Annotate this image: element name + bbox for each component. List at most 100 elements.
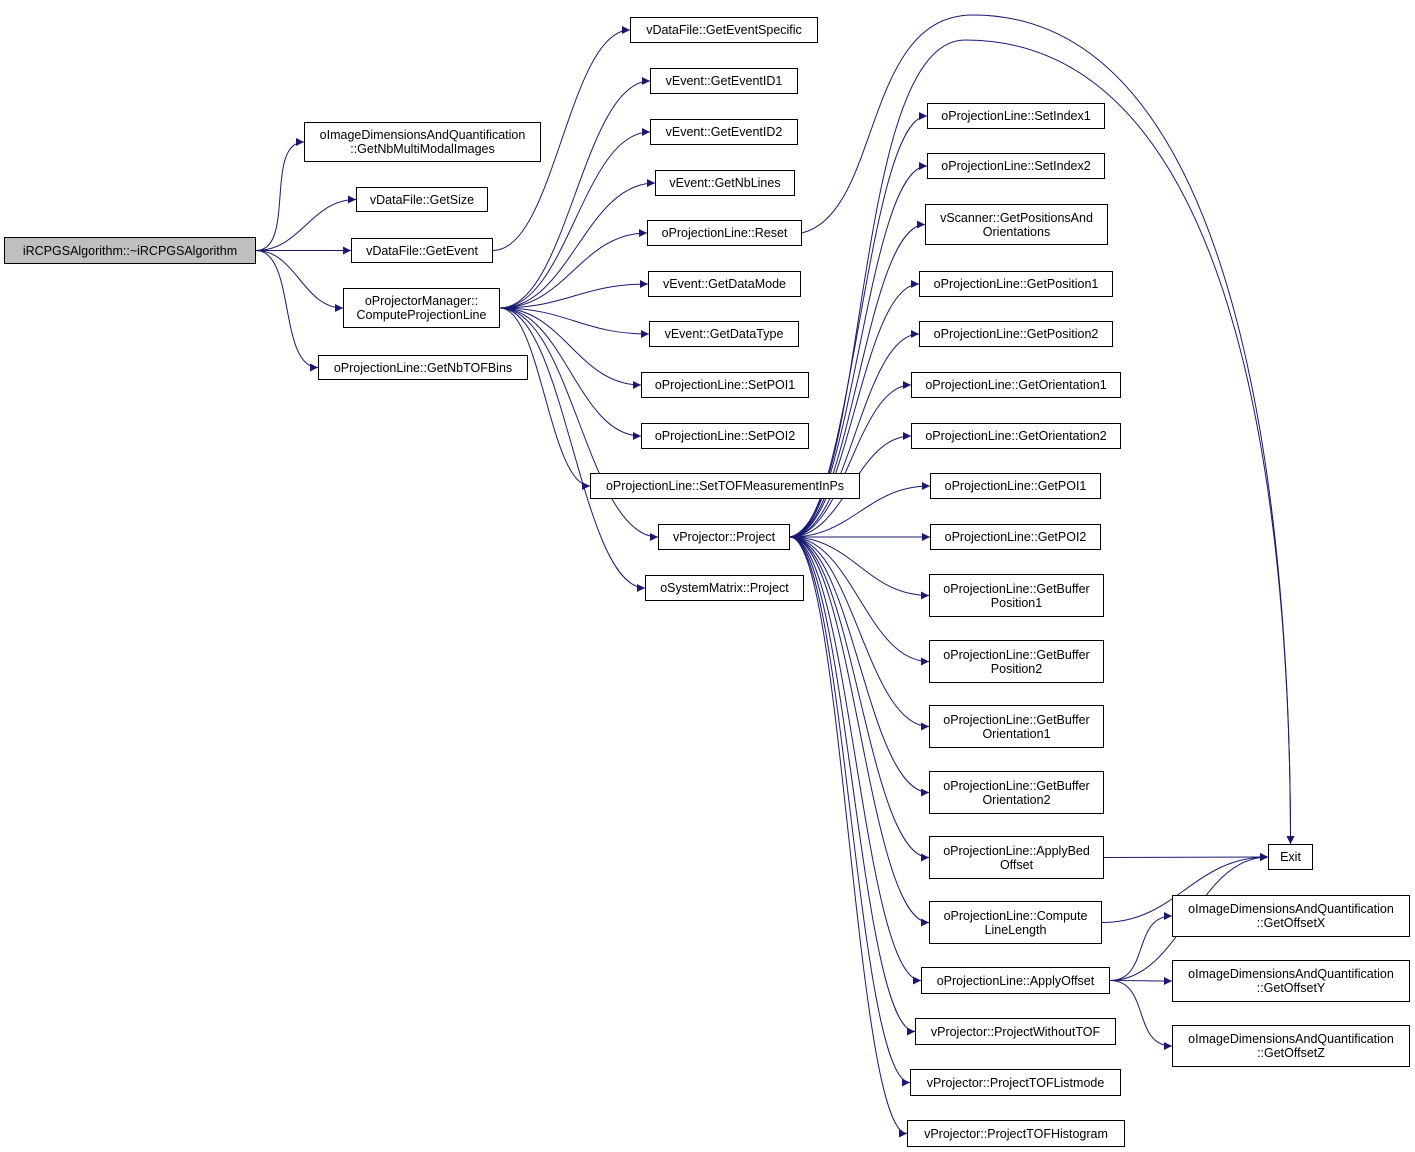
node-label: vProjector::ProjectTOFHistogram [924, 1126, 1108, 1141]
node-get-buffer-position2[interactable]: oProjectionLine::GetBuffer Position2 [929, 640, 1104, 683]
edge-applyoffset-to-offy [1109, 976, 1173, 985]
node-label: oProjectionLine::GetNbTOFBins [333, 360, 513, 375]
edge-root-to-getsize [255, 195, 357, 251]
node-get-event-id2[interactable]: vEvent::GetEventID2 [650, 119, 798, 145]
node-label: oProjectionLine::SetIndex2 [941, 159, 1091, 173]
edge-getevent-to-evspec [492, 26, 631, 251]
node-get-poi1[interactable]: oProjectionLine::GetPOI1 [930, 473, 1101, 499]
edge-vproject-to-projtofhist [789, 536, 908, 1138]
node-label: oProjectionLine::GetPOI2 [944, 530, 1087, 544]
node-label: oProjectionLine::GetPosition1 [933, 277, 1099, 291]
node-label: oProjectionLine::GetPosition2 [933, 327, 1099, 341]
node-label: vProjector::ProjectTOFListmode [926, 1075, 1105, 1090]
node-project-without-tof[interactable]: vProjector::ProjectWithoutTOF [915, 1018, 1116, 1045]
node-vprojector-project[interactable]: vProjector::Project [658, 524, 790, 550]
node-label: vEvent::GetDataType [664, 327, 784, 341]
node-label: vProjector::Project [672, 530, 776, 544]
node-label: vProjector::ProjectWithoutTOF [930, 1024, 1101, 1039]
node-label: oProjectionLine::SetPOI2 [654, 429, 796, 443]
node-exit[interactable]: Exit [1268, 844, 1313, 870]
node-label: vDataFile::GetEvent [366, 243, 478, 258]
node-label: oImageDimensionsAndQuantification [1188, 902, 1394, 916]
node-get-buffer-orientation2[interactable]: oProjectionLine::GetBuffer Orientation2 [929, 771, 1104, 814]
node-get-event-specific[interactable]: vDataFile::GetEventSpecific [630, 17, 818, 43]
node-label: oImageDimensionsAndQuantification [319, 128, 526, 142]
edge-cpl-to-vproject [499, 307, 659, 541]
edge-vproject-to-exit [789, 39, 1295, 845]
node-get-nb-lines[interactable]: vEvent::GetNbLines [655, 170, 795, 196]
node-label: Orientation2 [982, 792, 1051, 807]
node-compute-line-length[interactable]: oProjectionLine::Compute LineLength [929, 901, 1102, 944]
node-get-orientation2[interactable]: oProjectionLine::GetOrientation2 [911, 423, 1121, 449]
node-label: iRCPGSAlgorithm::~iRCPGSAlgorithm [22, 243, 238, 258]
node-label: oProjectionLine::Compute [943, 908, 1088, 923]
node-system-matrix-project[interactable]: oSystemMatrix::Project [645, 575, 804, 601]
node-apply-offset[interactable]: oProjectionLine::ApplyOffset [921, 967, 1110, 994]
node-label: vEvent::GetNbLines [669, 176, 781, 190]
node-label: oImageDimensionsAndQuantification [1188, 967, 1394, 981]
node-get-offset-z[interactable]: oImageDimensionsAndQuantification ::GetO… [1172, 1025, 1410, 1067]
node-label: ::GetOffsetY [1256, 981, 1326, 995]
node-label: LineLength [984, 922, 1047, 937]
node-label: Orientation1 [982, 726, 1051, 741]
node-label: vEvent::GetEventID2 [665, 125, 783, 139]
edge-cpl-to-setpoi1 [499, 307, 642, 389]
node-get-position1[interactable]: oProjectionLine::GetPosition1 [919, 271, 1113, 297]
node-get-size[interactable]: vDataFile::GetSize [356, 187, 488, 212]
node-set-tof-measurement[interactable]: oProjectionLine::SetTOFMeasurementInPs [590, 473, 860, 499]
edge-root-to-cpl [255, 250, 344, 312]
node-project-tof-histogram[interactable]: vProjector::ProjectTOFHistogram [907, 1120, 1125, 1147]
node-get-offset-x[interactable]: oImageDimensionsAndQuantification ::GetO… [1172, 895, 1410, 937]
edge-vproject-to-linelen [789, 536, 930, 927]
edge-cpl-to-settof [499, 307, 591, 490]
node-label: Offset [999, 857, 1034, 872]
node-label: oProjectorManager:: [364, 294, 479, 308]
edge-vproject-to-projtoflist [789, 536, 911, 1087]
edge-vproject-to-bufpos2 [789, 536, 930, 666]
edge-root-to-getnbtof [255, 250, 319, 372]
node-get-poi2[interactable]: oProjectionLine::GetPOI2 [930, 524, 1101, 550]
node-get-position2[interactable]: oProjectionLine::GetPosition2 [919, 321, 1113, 347]
edge-cpl-to-evid2 [499, 128, 651, 309]
node-set-index2[interactable]: oProjectionLine::SetIndex2 [927, 153, 1105, 179]
edge-applyoffset-to-offx [1109, 912, 1173, 981]
node-label: oProjectionLine::SetIndex1 [941, 109, 1091, 123]
node-get-positions-and-orientations[interactable]: vScanner::GetPositionsAnd Orientations [925, 204, 1108, 245]
node-get-buffer-position1[interactable]: oProjectionLine::GetBuffer Position1 [929, 574, 1104, 617]
edge-cpl-to-reset [499, 229, 648, 309]
node-set-poi1[interactable]: oProjectionLine::SetPOI1 [641, 372, 809, 398]
edge-cpl-to-evid1 [499, 77, 651, 309]
edge-vproject-to-getori1 [789, 381, 912, 538]
node-set-poi2[interactable]: oProjectionLine::SetPOI2 [641, 423, 809, 449]
node-get-orientation1[interactable]: oProjectionLine::GetOrientation1 [911, 372, 1121, 398]
node-project-tof-listmode[interactable]: vProjector::ProjectTOFListmode [910, 1069, 1121, 1096]
node-get-nb-tof-bins[interactable]: oProjectionLine::GetNbTOFBins [318, 355, 528, 380]
node-set-index1[interactable]: oProjectionLine::SetIndex1 [927, 103, 1105, 129]
edge-vproject-to-bufpos1 [789, 536, 930, 600]
node-get-buffer-orientation1[interactable]: oProjectionLine::GetBuffer Orientation1 [929, 705, 1104, 748]
node-label: ComputeProjectionLine [356, 308, 487, 322]
node-label: ::GetOffsetZ [1257, 1046, 1325, 1060]
node-label: ::GetNbMultiModalImages [350, 142, 495, 156]
node-get-data-type[interactable]: vEvent::GetDataType [649, 321, 799, 347]
node-label: oImageDimensionsAndQuantification [1188, 1032, 1394, 1046]
node-get-nb-multimodal-images[interactable]: oImageDimensionsAndQuantification ::GetN… [304, 122, 541, 162]
node-label: oProjectionLine::ApplyBed [943, 843, 1090, 858]
node-label: oProjectionLine::GetBuffer [943, 712, 1090, 727]
node-reset[interactable]: oProjectionLine::Reset [647, 220, 802, 246]
edge-bedoffset-to-exit [1103, 853, 1269, 862]
node-compute-projection-line[interactable]: oProjectorManager:: ComputeProjectionLin… [343, 288, 500, 328]
node-get-offset-y[interactable]: oImageDimensionsAndQuantification ::GetO… [1172, 960, 1410, 1002]
edge-cpl-to-datamode [499, 280, 649, 309]
node-get-data-mode[interactable]: vEvent::GetDataMode [648, 271, 801, 297]
node-label: oProjectionLine::GetBuffer [943, 647, 1090, 662]
node-label: Orientations [982, 224, 1051, 239]
node-get-event[interactable]: vDataFile::GetEvent [351, 238, 493, 263]
edge-vproject-to-getpoi1 [789, 482, 931, 538]
node-label: oProjectionLine::Reset [661, 226, 788, 240]
node-apply-bed-offset[interactable]: oProjectionLine::ApplyBed Offset [929, 836, 1104, 879]
node-get-event-id1[interactable]: vEvent::GetEventID1 [650, 68, 798, 94]
edge-root-to-getnbmm [255, 138, 305, 251]
node-root-destructor: iRCPGSAlgorithm::~iRCPGSAlgorithm [4, 237, 256, 264]
